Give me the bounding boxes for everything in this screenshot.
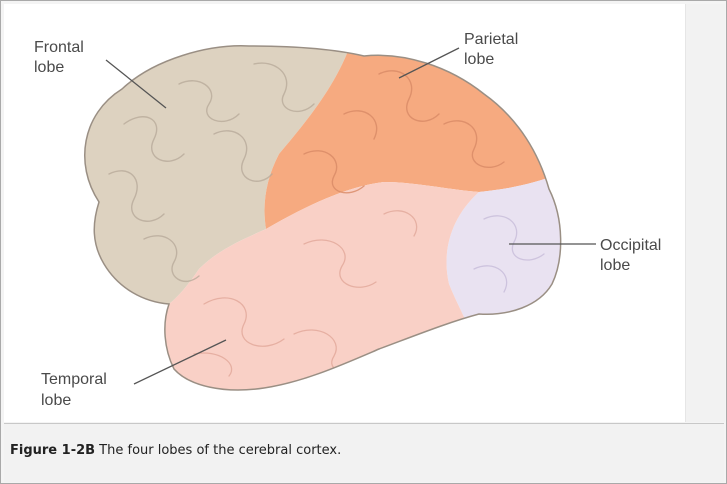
temporal-label-line2: lobe xyxy=(41,392,71,409)
figure-image-area: Frontal lobe Parietal lobe Occipital lob… xyxy=(4,4,724,422)
brain-lobes-diagram: Frontal lobe Parietal lobe Occipital lob… xyxy=(4,4,724,422)
frontal-label-line2: lobe xyxy=(34,59,64,76)
caption-bar: Figure 1-2B The four lobes of the cerebr… xyxy=(4,423,724,482)
caption-text: The four lobes of the cerebral cortex. xyxy=(95,443,341,458)
temporal-label-line1: Temporal xyxy=(41,371,107,388)
parietal-label-line2: lobe xyxy=(464,51,494,68)
occipital-label-line1: Occipital xyxy=(600,237,661,254)
parietal-label-line1: Parietal xyxy=(464,31,518,48)
occipital-label-line2: lobe xyxy=(600,257,630,274)
frontal-label-line1: Frontal xyxy=(34,39,84,56)
figure-number: Figure 1-2B xyxy=(10,443,95,458)
figure-caption: Figure 1-2B The four lobes of the cerebr… xyxy=(10,443,341,458)
